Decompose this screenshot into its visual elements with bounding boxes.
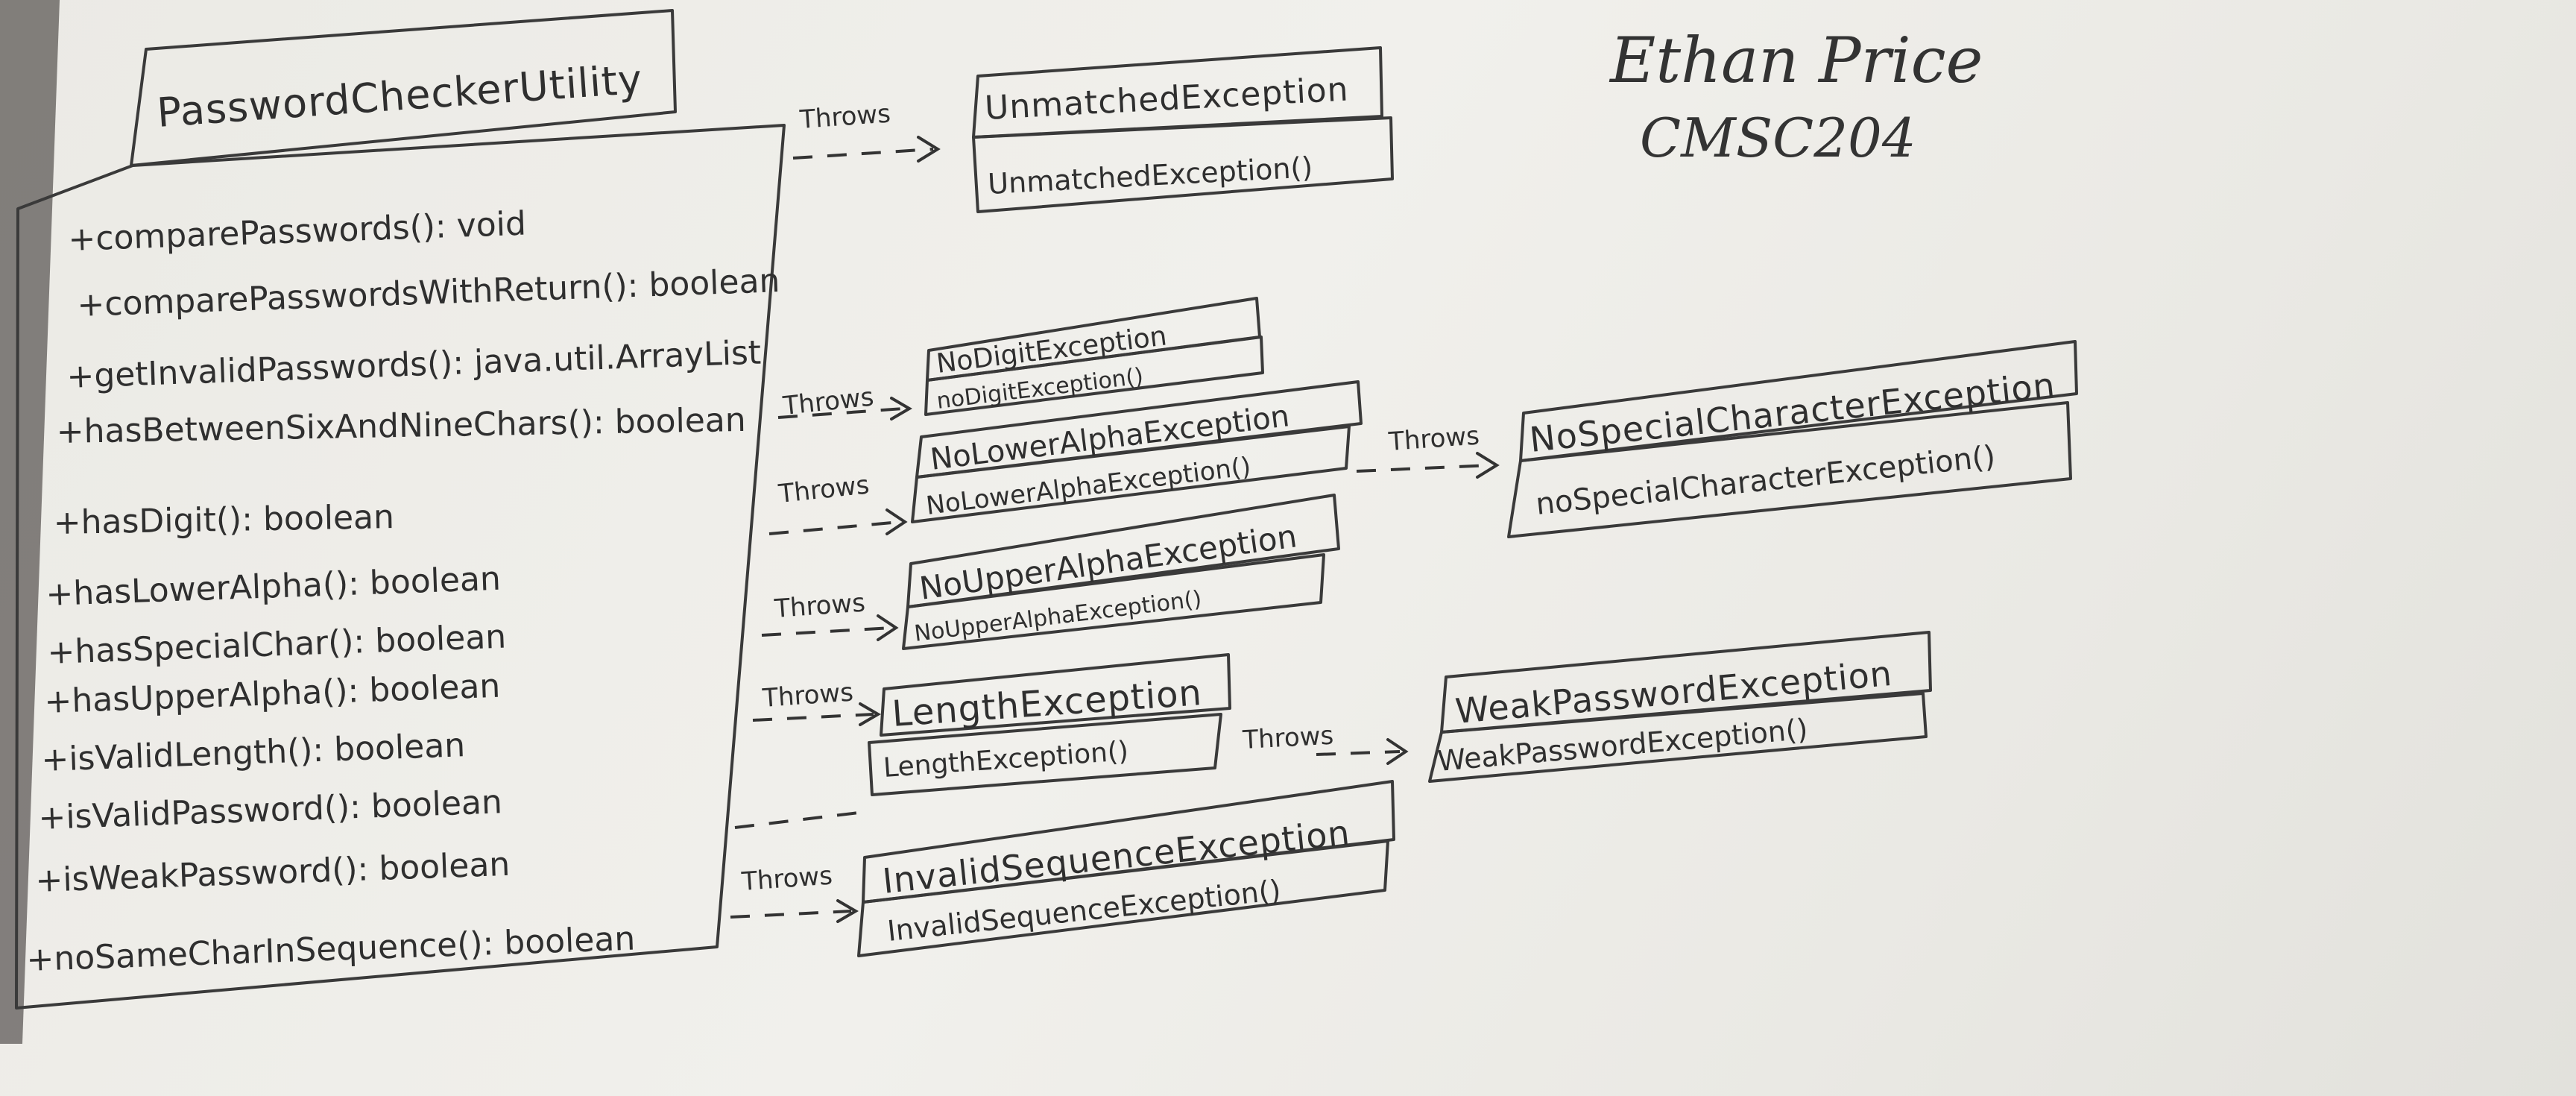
exception-constructor-box	[1507, 401, 2072, 538]
arrow-head	[1476, 452, 1500, 479]
method-item: +hasUpperAlpha(): boolean	[44, 667, 501, 721]
relation-label: Throws	[740, 861, 833, 897]
exception-constructor-box	[972, 116, 1394, 213]
dependency-arrow	[1356, 464, 1491, 473]
exception-name: UnmatchedException	[984, 70, 1350, 127]
method-item: +isWeakPassword(): boolean	[35, 845, 511, 900]
relation-label: Throws	[1241, 721, 1334, 755]
exception-constructor-box	[902, 553, 1325, 650]
arrow-head	[1386, 738, 1409, 765]
class-no-digit-exception: NoDigitException noDigitException()	[924, 297, 1264, 416]
exception-constructor-box	[868, 713, 1222, 796]
dependency-arrow	[730, 910, 852, 919]
dependency-arrow	[792, 148, 934, 160]
class-methods-box	[15, 124, 786, 1010]
throws-relations: Throws Throws Throws Throws Throws Throw…	[730, 99, 1500, 923]
exception-name-box	[1519, 340, 2078, 462]
class-unmatched-exception: UnmatchedException UnmatchedException()	[972, 46, 1394, 213]
arrow-head	[917, 136, 941, 163]
relation-label: Throws	[761, 678, 854, 714]
exception-constructor-box	[924, 336, 1264, 416]
method-item: +hasDigit(): boolean	[53, 498, 394, 542]
method-list: +comparePasswords(): void +comparePasswo…	[26, 205, 781, 979]
dependency-arrow	[761, 626, 892, 637]
exception-constructor-box	[857, 840, 1389, 957]
dependency-line	[734, 811, 859, 829]
method-item: +hasSpecialChar(): boolean	[47, 618, 507, 672]
method-item: +comparePasswordsWithReturn(): boolean	[77, 262, 781, 324]
method-item: +hasBetweenSixAndNineChars(): boolean	[56, 401, 746, 451]
arrow-head	[890, 397, 912, 421]
method-item: +hasLowerAlpha(): boolean	[45, 560, 502, 614]
class-name-box	[130, 9, 677, 167]
method-item: +getInvalidPasswords(): java.util.ArrayL…	[66, 333, 762, 395]
exception-name-box	[862, 780, 1395, 904]
arrow-head	[836, 899, 859, 923]
dependency-arrow	[777, 407, 904, 419]
exception-name-box	[880, 653, 1231, 737]
exception-constructor: UnmatchedException()	[987, 151, 1313, 201]
method-item: +isValidPassword(): boolean	[38, 783, 503, 837]
method-item: +isValidLength(): boolean	[41, 726, 466, 779]
relation-label: Throws	[773, 588, 866, 624]
relation-label: Throws	[781, 382, 875, 421]
exception-name: LengthException	[891, 672, 1204, 735]
exception-constructor-box	[1428, 692, 1928, 783]
class-invalid-sequence-exception: InvalidSequenceException InvalidSequence…	[857, 780, 1395, 957]
arrow-head	[886, 508, 908, 535]
exception-name-box	[1440, 631, 1932, 734]
dependency-arrow	[768, 520, 901, 535]
class-password-checker-utility: PasswordCheckerUtility +comparePasswords…	[15, 9, 786, 1010]
method-item: +comparePasswords(): void	[68, 205, 527, 259]
class-name: PasswordCheckerUtility	[156, 56, 644, 136]
relation-label: Throws	[798, 99, 891, 135]
relation-label: Throws	[777, 470, 871, 509]
exception-name: InvalidSequenceException	[881, 812, 1352, 901]
author-course: CMSC204	[1640, 107, 1916, 169]
relation-label: Throws	[1387, 421, 1480, 457]
exception-constructor-box	[911, 425, 1351, 523]
dependency-arrow	[1316, 750, 1401, 756]
class-no-upper-alpha-exception: NoUpperAlphaException NoUpperAlphaExcept…	[902, 494, 1340, 650]
author-name: Ethan Price	[1609, 24, 1983, 97]
class-weak-password-exception: WeakPasswordException WeakPasswordExcept…	[1428, 631, 1932, 783]
arrow-head	[859, 702, 881, 726]
exception-name-box	[915, 380, 1363, 479]
exception-name-box	[906, 494, 1340, 608]
exception-name: WeakPasswordException	[1453, 653, 1894, 731]
exception-name-box	[972, 46, 1383, 139]
class-no-special-character-exception: NoSpecialCharacterException noSpecialCha…	[1507, 340, 2078, 538]
class-length-exception: LengthException LengthException()	[868, 653, 1231, 796]
dependency-arrow	[752, 713, 874, 722]
method-item: +noSameCharInSequence(): boolean	[26, 920, 636, 979]
arrow-head	[877, 614, 899, 641]
